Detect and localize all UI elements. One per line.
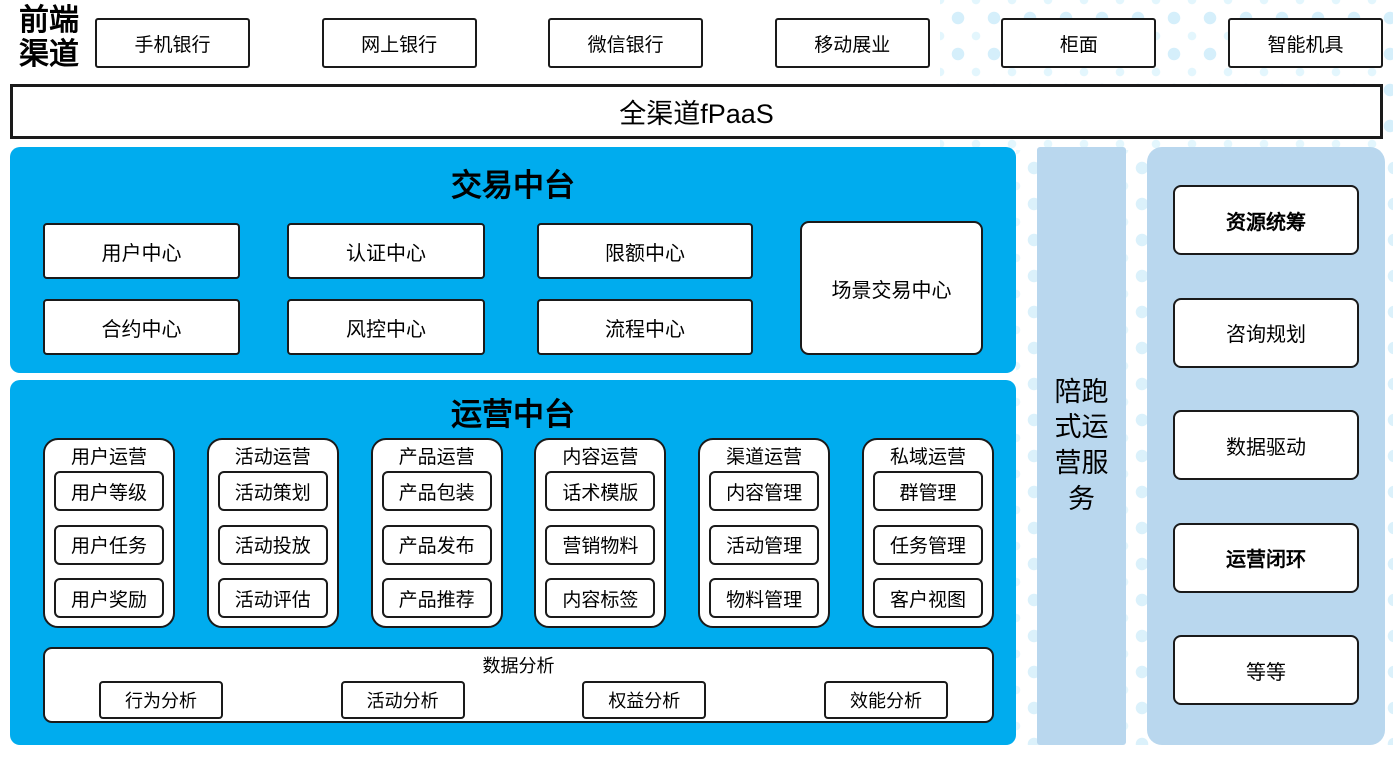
channel-counter: 柜面: [1001, 18, 1157, 68]
activity-analysis-box: 活动分析: [340, 681, 465, 719]
operation-closed-loop-box: 运营闭环: [1173, 522, 1359, 593]
data-analysis-title: 数据分析: [482, 656, 555, 676]
op-item: 用户奖励: [54, 578, 164, 618]
resource-coordination-box: 资源统筹: [1173, 185, 1359, 255]
consulting-planning-box: 咨询规划: [1173, 297, 1359, 368]
accompany-operation-service-label: 陪跑式运营服务: [1054, 376, 1109, 514]
column-activity-operation: 活动运营 活动策划 活动投放 活动评估: [206, 438, 339, 628]
column-title: 用户运营: [70, 447, 147, 468]
column-title: 活动运营: [234, 447, 311, 468]
auth-center-box: 认证中心: [287, 223, 485, 279]
front-channel-row: 手机银行 网上银行 微信银行 移动展业 柜面 智能机具: [95, 18, 1383, 68]
op-item: 营销物料: [545, 524, 656, 565]
op-item: 活动策划: [217, 471, 328, 511]
risk-center-box: 风控中心: [287, 299, 485, 355]
op-item: 客户视图: [872, 578, 983, 618]
data-driven-box: 数据驱动: [1173, 410, 1359, 480]
transaction-platform-block: 交易中台 用户中心 认证中心 限额中心 合约中心 风控中心 流程中心 场景交易中…: [10, 147, 1016, 373]
op-item: 物料管理: [709, 578, 820, 618]
op-item: 用户任务: [54, 524, 164, 565]
channel-smart-devices: 智能机具: [1227, 18, 1383, 68]
channel-mobile-marketing: 移动展业: [774, 18, 930, 68]
operation-columns: 用户运营 用户等级 用户任务 用户奖励 活动运营 活动策划 活动投放 活动评估 …: [43, 438, 994, 628]
op-item: 活动管理: [709, 524, 820, 565]
op-item: 产品发布: [381, 524, 492, 565]
op-item: 内容标签: [545, 578, 656, 618]
op-item: 活动投放: [217, 524, 328, 565]
channel-mobile-banking: 手机银行: [95, 18, 250, 68]
op-item: 话术模版: [545, 471, 656, 511]
etc-box: 等等: [1173, 635, 1359, 705]
process-center-box: 流程中心: [537, 299, 753, 355]
operation-platform-title: 运营中台: [451, 397, 575, 433]
op-item: 群管理: [872, 471, 983, 511]
column-title: 内容运营: [562, 447, 639, 468]
op-item: 活动评估: [217, 578, 328, 618]
limit-center-box: 限额中心: [537, 223, 753, 279]
op-item: 产品包装: [381, 471, 492, 511]
user-center-box: 用户中心: [43, 223, 240, 279]
operation-platform-block: 运营中台 用户运营 用户等级 用户任务 用户奖励 活动运营 活动策划 活动投放 …: [10, 380, 1016, 745]
data-analysis-strip: 数据分析 行为分析 活动分析 权益分析 效能分析: [43, 647, 994, 723]
column-channel-operation: 渠道运营 内容管理 活动管理 物料管理: [698, 438, 831, 628]
fpaas-bar: 全渠道fPaaS: [10, 84, 1383, 139]
channel-wechat-banking: 微信银行: [548, 18, 704, 68]
channel-online-banking: 网上银行: [321, 18, 477, 68]
op-item: 用户等级: [54, 471, 164, 511]
column-product-operation: 产品运营 产品包装 产品发布 产品推荐: [370, 438, 503, 628]
behavior-analysis-box: 行为分析: [99, 681, 223, 719]
op-item: 内容管理: [709, 471, 820, 511]
column-private-domain-operation: 私域运营 群管理 任务管理 客户视图: [861, 438, 994, 628]
op-item: 产品推荐: [381, 578, 492, 618]
column-content-operation: 内容运营 话术模版 营销物料 内容标签: [534, 438, 667, 628]
transaction-platform-title: 交易中台: [451, 168, 575, 204]
op-item: 任务管理: [872, 524, 983, 565]
front-channels-label: 前端渠道: [19, 3, 79, 72]
scene-transaction-center-box: 场景交易中心: [800, 221, 983, 355]
efficiency-analysis-box: 效能分析: [823, 681, 948, 719]
service-items-panel: 资源统筹 咨询规划 数据驱动 运营闭环 等等: [1147, 147, 1385, 745]
accompany-operation-service-bar: 陪跑式运营服务: [1037, 147, 1126, 745]
column-title: 私域运营: [889, 447, 966, 468]
column-title: 渠道运营: [726, 447, 803, 468]
rights-analysis-box: 权益分析: [582, 681, 707, 719]
contract-center-box: 合约中心: [43, 299, 240, 355]
column-user-operation: 用户运营 用户等级 用户任务 用户奖励: [43, 438, 175, 628]
column-title: 产品运营: [398, 447, 475, 468]
